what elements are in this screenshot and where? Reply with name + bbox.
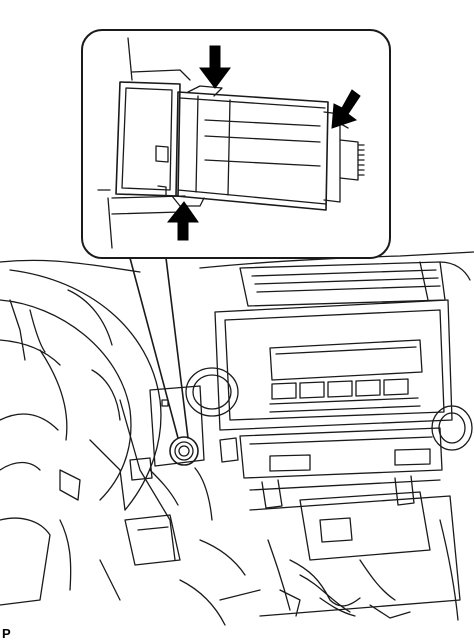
switch-module [115,81,365,211]
callout-box [81,29,391,259]
arrow-down-right-icon [331,89,361,129]
arrow-down-top-icon [199,45,231,89]
switch-location [169,436,199,466]
dashboard-scene [0,251,474,626]
arrows [166,45,361,241]
arrow-up-bottom-icon [166,201,199,241]
figure-corner-label: P [2,626,11,641]
steering-wheel [9,269,162,511]
callout-leader [129,257,189,439]
